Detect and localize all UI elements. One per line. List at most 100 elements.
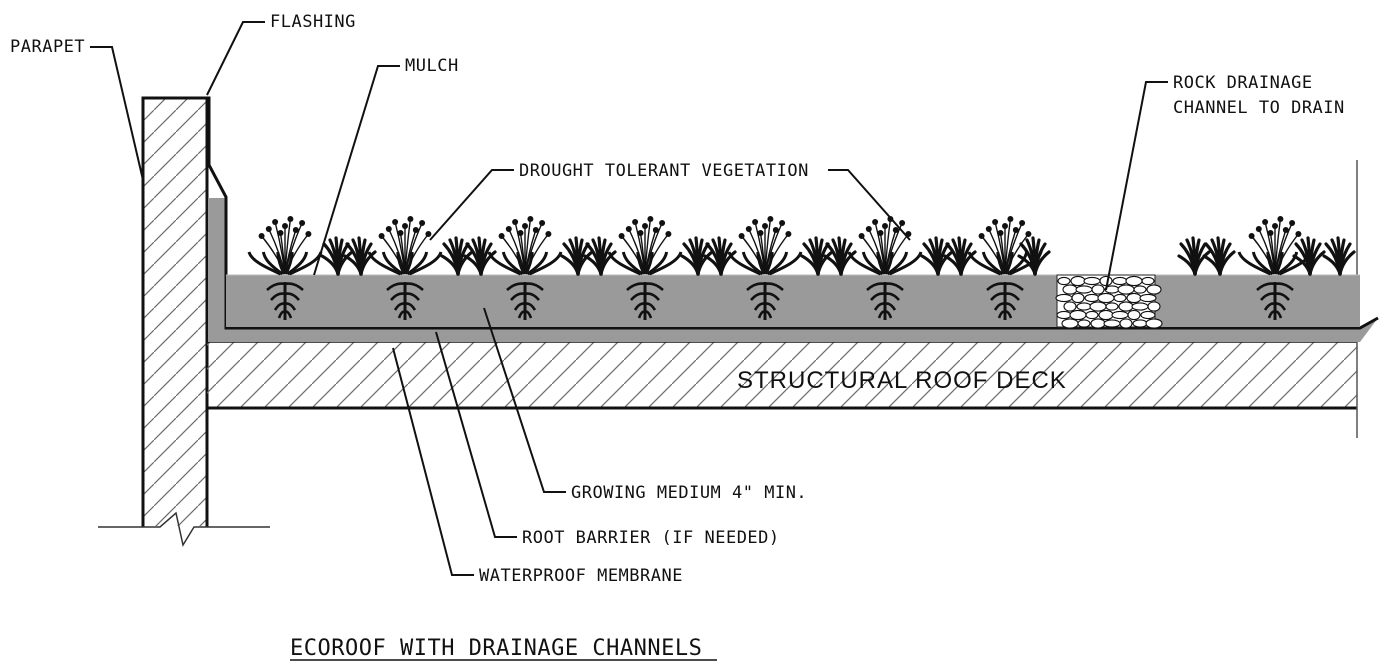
rock-icon [1084,293,1100,303]
root-icon [506,282,544,320]
rock-icon [1131,302,1149,311]
root-icon [866,282,904,320]
membrane-label: WATERPROOF MEMBRANE [479,566,683,586]
plant-icon [367,216,443,276]
plant-icon [440,236,474,276]
rock-icon [1070,275,1086,287]
parapet-label: PARAPET [10,37,85,57]
rock-icon [1085,310,1099,320]
structural-roof-deck [207,160,1358,438]
plant-icon [463,236,497,276]
rock-icon [1071,292,1085,304]
growing-medium-label: GROWING MEDIUM 4" MIN. [571,483,807,503]
rock-icon [1057,276,1071,286]
rock-icon [1069,309,1087,321]
root-icon [386,282,424,320]
rock-icon [1097,292,1115,304]
root-icon [1256,282,1294,320]
plant-icon [607,216,683,276]
root-icon [626,282,664,320]
title-text: ECOROOF WITH DRAINAGE CHANNELS [290,636,702,661]
plant-icon [823,236,857,276]
vegetation-callout: DROUGHT TOLERANT VEGETATION [429,161,911,241]
rock-icon [1132,319,1148,328]
root-icon [266,282,304,320]
rock-icon [1111,310,1129,320]
rock-icon [1125,275,1143,287]
rock-icon [1055,293,1073,303]
flashing-label: FLASHING [270,12,356,32]
structural-roof-deck-label: STRUCTURAL ROOF DECK [737,367,1067,394]
plant-icon [1177,236,1211,276]
rock-icon [1139,293,1157,303]
rock-icon [1103,319,1121,328]
rock-icon [1063,301,1077,312]
parapet-wall [98,96,270,547]
plant-icon [703,236,737,276]
drainage-label-line1: ROCK DRAINAGE [1173,73,1313,93]
rock-icon [1118,301,1134,312]
rock-icon [1062,284,1078,295]
plant-icon [943,236,977,276]
plant-icon [680,236,714,276]
waterproof-membrane [206,198,1379,342]
rock-icon [1077,319,1091,328]
root-icon [986,282,1024,320]
rock-icon [1127,309,1141,321]
drainage-callout: ROCK DRAINAGE CHANNEL TO DRAIN [1105,73,1345,291]
rock-icon [1083,276,1101,286]
plant-icon [343,236,377,276]
plant-roots [266,282,1294,320]
plant-icon [1322,236,1356,276]
rock-icon [1117,284,1135,295]
rock-icon [1147,301,1161,312]
rock-icon [1141,276,1155,286]
growing-medium-callout: GROWING MEDIUM 4" MIN. [483,307,807,503]
vegetation-label: DROUGHT TOLERANT VEGETATION [519,161,809,181]
mulch-callout: MULCH [313,56,459,276]
rock-icon [1119,318,1133,329]
rock-icon [1061,318,1079,329]
rock-icon [1098,309,1114,321]
diagram-title: ECOROOF WITH DRAINAGE CHANNELS [290,636,717,661]
flashing-callout: FLASHING [206,12,356,96]
root-barrier-label: ROOT BARRIER (IF NEEDED) [522,528,780,548]
membrane-callout: WATERPROOF MEMBRANE [392,347,683,586]
rock-icon [1091,284,1105,295]
rock-icon [1090,318,1106,329]
rock-icon [1112,276,1128,286]
rock-icon [1113,293,1127,303]
plant-icon [800,236,834,276]
rock-icon [1145,318,1163,329]
growing-medium [226,274,1360,327]
rock-icon [1075,285,1093,294]
plant-icon [583,236,617,276]
plant-icon [847,216,923,276]
rock-icon [1089,301,1107,312]
rock-icon [1099,275,1113,287]
plant-icon [1202,236,1236,276]
root-icon [746,282,784,320]
rock-icon [1140,310,1156,320]
parapet-callout: PARAPET [10,37,144,181]
drainage-label-line2: CHANNEL TO DRAIN [1173,98,1345,118]
rock-icon [1126,292,1142,304]
rock-icon [1076,302,1092,311]
rock-icon [1056,310,1072,320]
rock-drainage-channel [1055,274,1163,329]
plant-icon [727,216,803,276]
rock-icon [1146,284,1162,295]
rock-icon [1133,285,1147,294]
plant-icon [1017,236,1051,276]
plant-icon [247,216,323,276]
plant-icon [1292,236,1326,276]
flashing [207,96,228,200]
plant-icon [1237,216,1313,276]
mulch-label: MULCH [405,56,459,76]
rock-icon [1105,302,1119,311]
root-barrier-callout: ROOT BARRIER (IF NEEDED) [435,331,780,548]
drought-tolerant-vegetation [247,216,1356,276]
plant-icon [487,216,563,276]
plant-icon [920,236,954,276]
